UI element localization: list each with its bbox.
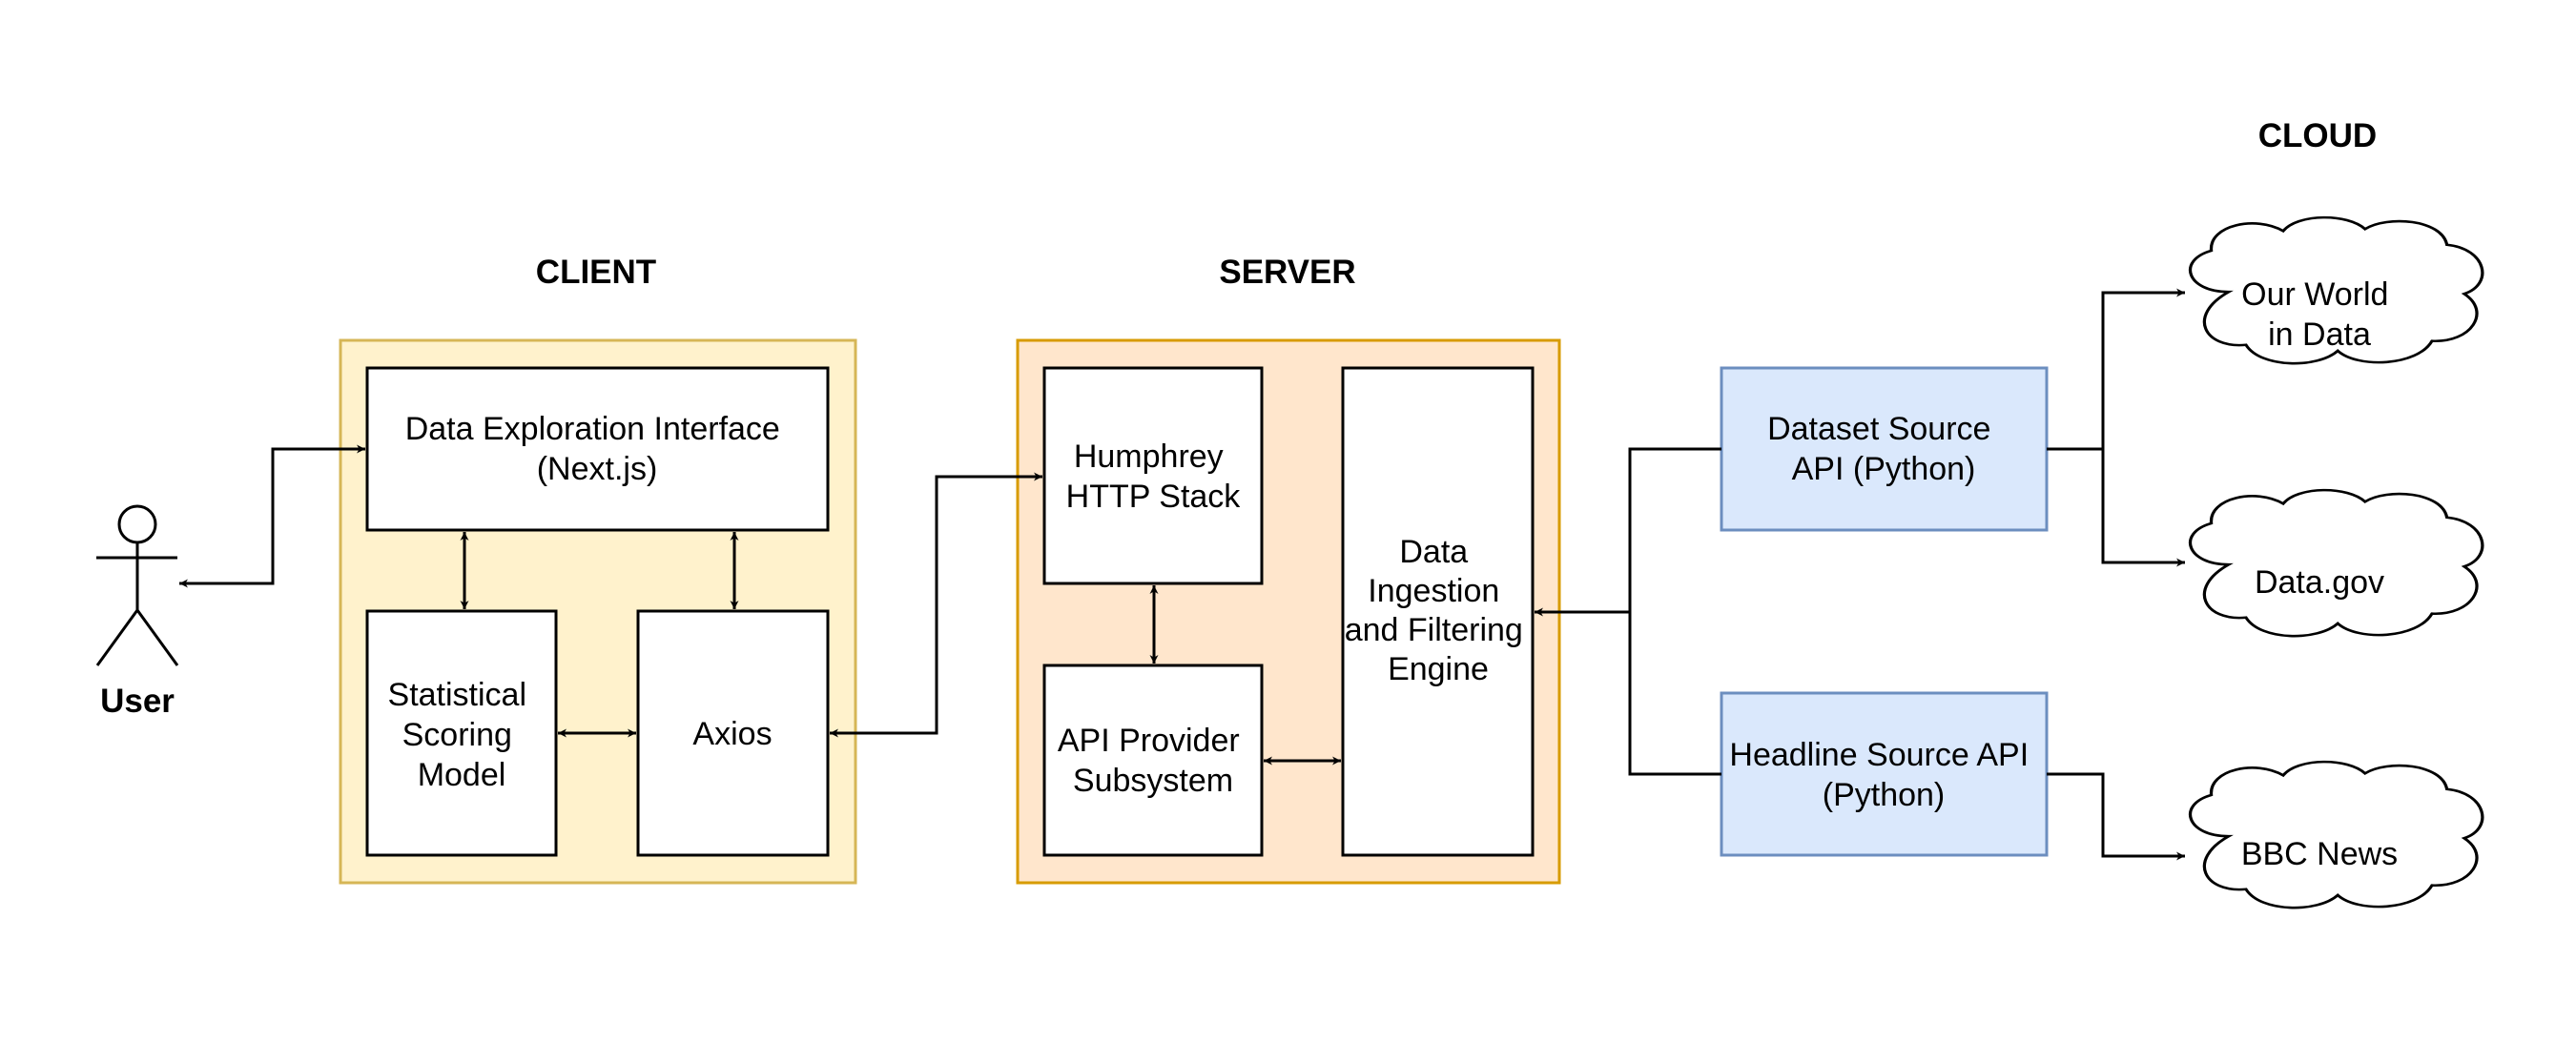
headline-source-api-label: Headline Source API (Python) [1729,737,2037,813]
statistical-scoring-model-label: Statistical Scoring Model [388,677,536,793]
our-world-in-data-label: Our World in Data [2241,276,2398,353]
bbc-news-cloud [2189,760,2484,909]
edge-user-interface [179,444,365,588]
humphrey-http-stack-box [1042,366,1264,585]
api-provider-subsystem-box [1042,664,1264,857]
user-actor [95,504,179,666]
user-label: User [100,683,175,720]
dataset-source-api-label: Dataset Source API (Python) [1767,411,2000,487]
humphrey-http-stack-label: Humphrey HTTP Stack [1066,439,1242,515]
our-world-in-data-cloud [2189,215,2484,365]
axios-label: Axios [692,716,772,752]
edge-axios-http [830,472,1042,738]
cloud-group-title: CLOUD [2258,117,2377,154]
edge-headline-engine [1628,612,1721,776]
api-provider-subsystem-label: API Provider Subsystem [1058,723,1248,799]
data-ingestion-engine-box [1341,366,1535,857]
edge-dataset-datagov [2101,449,2185,567]
data-gov-cloud [2189,488,2484,638]
dataset-source-api-box [1720,366,2049,532]
edge-dataset-engine [1535,447,1721,617]
data-ingestion-engine-label: Data Ingestion and Filtering Engine [1345,534,1533,687]
client-group-title: CLIENT [536,254,656,291]
statistical-scoring-model-box [365,609,558,857]
data-gov-label: Data.gov [2255,564,2384,601]
axios-box [636,609,830,857]
data-exploration-interface-box [365,366,830,532]
data-exploration-interface-label: Data Exploration Interface (Next.js) [405,411,790,487]
bbc-news-label: BBC News [2241,836,2398,872]
server-group-title: SERVER [1219,254,1355,291]
edge-headline-bbc [2047,772,2185,861]
headline-source-api-box [1720,691,2049,857]
edge-dataset-owid [2047,288,2185,451]
